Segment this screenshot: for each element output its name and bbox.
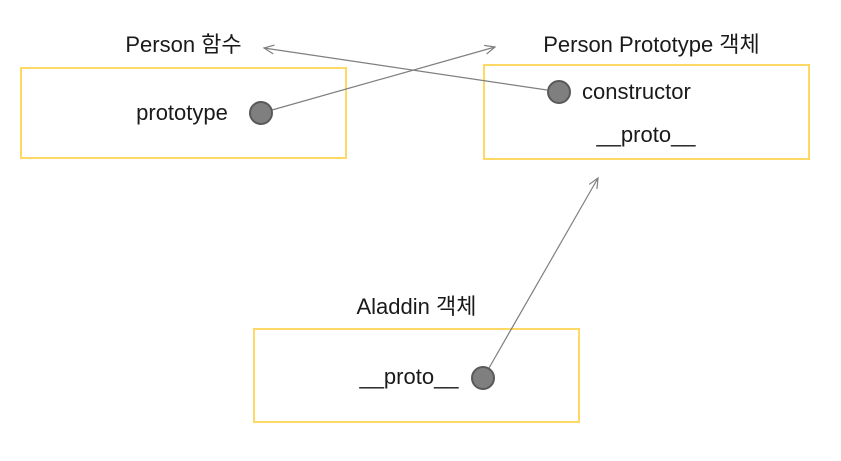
person-function-title: Person 함수 bbox=[125, 32, 242, 57]
aladdin-proto-dot bbox=[471, 366, 495, 390]
person-prototype-object-box bbox=[483, 64, 810, 160]
aladdin-object-title: Aladdin 객체 bbox=[356, 294, 477, 319]
person-prototype-object-title: Person Prototype 객체 bbox=[543, 32, 760, 57]
aladdin-object-box bbox=[253, 328, 580, 423]
person-function-box bbox=[20, 67, 347, 159]
constructor-member-label: constructor bbox=[582, 79, 691, 104]
prototype-dot bbox=[249, 101, 273, 125]
arrow-constructor-to-person-function bbox=[262, 44, 548, 91]
prototype-object-proto-member-label: __proto__ bbox=[596, 122, 696, 147]
prototype-member-label: prototype bbox=[136, 100, 228, 125]
constructor-dot bbox=[547, 80, 571, 104]
aladdin-proto-member-label: __proto__ bbox=[359, 364, 459, 389]
arrow-prototype-to-prototype-object bbox=[271, 44, 497, 111]
arrow-aladdin-proto-to-prototype-object bbox=[488, 176, 599, 369]
